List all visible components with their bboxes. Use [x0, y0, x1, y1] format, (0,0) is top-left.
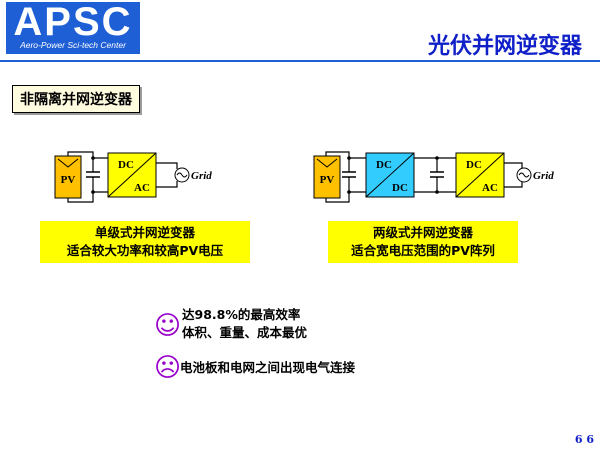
dcdc-top-label: DC — [376, 159, 392, 171]
caption-line: 单级式并网逆变器 — [94, 225, 195, 240]
two-stage-diagram: PV DC DC DC AC Grid — [313, 151, 554, 203]
caption-line: 适合宽电压范围的PV阵列 — [351, 243, 495, 258]
dcac-bottom-label: AC — [482, 182, 498, 194]
grid-label: Grid — [533, 170, 554, 182]
section-label: 非隔离并网逆变器 — [12, 85, 140, 113]
caption-line: 两级式并网逆变器 — [372, 225, 473, 240]
logo: APSC Aero-Power Sci-tech Center — [6, 0, 140, 54]
cons-text: 电池板和电网之间出现电气连接 — [180, 359, 355, 377]
pros-line: 达98.8%的最高效率 — [182, 307, 301, 322]
logo-subtitle: Aero-Power Sci-tech Center — [20, 40, 126, 50]
caption-line: 适合较大功率和较高PV电压 — [66, 243, 224, 258]
grid-label: Grid — [191, 170, 212, 182]
logo-text: APSC — [13, 0, 133, 44]
pros-line: 体积、重量、成本最优 — [182, 325, 308, 340]
slide-title: 光伏并网逆变器 — [427, 34, 582, 59]
converter-ac-label: AC — [134, 182, 150, 194]
converter-dc-label: DC — [118, 159, 134, 171]
smiley-icon: ☺ — [154, 311, 182, 341]
two-stage-caption: 两级式并网逆变器 适合宽电压范围的PV阵列 — [328, 221, 518, 263]
title-divider — [0, 60, 600, 62]
pv-label: PV — [61, 174, 76, 186]
frown-icon: ☹ — [154, 353, 182, 383]
pv-label: PV — [320, 174, 335, 186]
single-stage-caption: 单级式并网逆变器 适合较大功率和较高PV电压 — [40, 221, 250, 263]
dcdc-bottom-label: DC — [392, 182, 408, 194]
cons-line: 电池板和电网之间出现电气连接 — [180, 360, 356, 375]
pros-text: 达98.8%的最高效率 体积、重量、成本最优 — [182, 306, 307, 342]
single-stage-diagram: PV DC AC Grid — [54, 151, 212, 203]
dcac-top-label: DC — [466, 159, 482, 171]
page-number: 6 6 — [574, 433, 594, 446]
